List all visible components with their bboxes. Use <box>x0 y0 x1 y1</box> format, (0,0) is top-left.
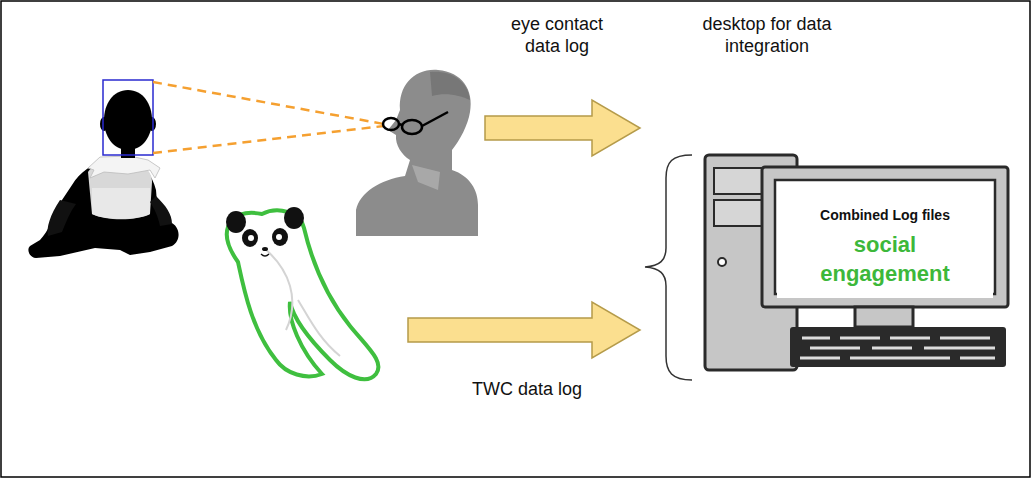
arrow-label: TWC data log <box>447 378 607 400</box>
desktop-computer <box>705 155 1008 370</box>
screen-heading: Combined Log files <box>820 206 950 224</box>
sight-line <box>153 126 384 153</box>
eyeglasses <box>383 112 448 134</box>
data-flow-arrow <box>485 100 640 156</box>
arrow-label: eye contact data log <box>502 13 612 57</box>
face-detection-box <box>103 80 153 155</box>
monitor-screen: Combined Log files social engagement <box>777 182 993 298</box>
data-flow-arrow <box>408 302 640 358</box>
heading-label: desktop for data integration <box>677 13 857 57</box>
panda-pillow <box>226 207 378 379</box>
grouping-brace <box>645 155 692 380</box>
sight-line <box>153 82 384 124</box>
adult-silhouette <box>356 70 478 236</box>
screen-result: social engagement <box>787 230 983 288</box>
